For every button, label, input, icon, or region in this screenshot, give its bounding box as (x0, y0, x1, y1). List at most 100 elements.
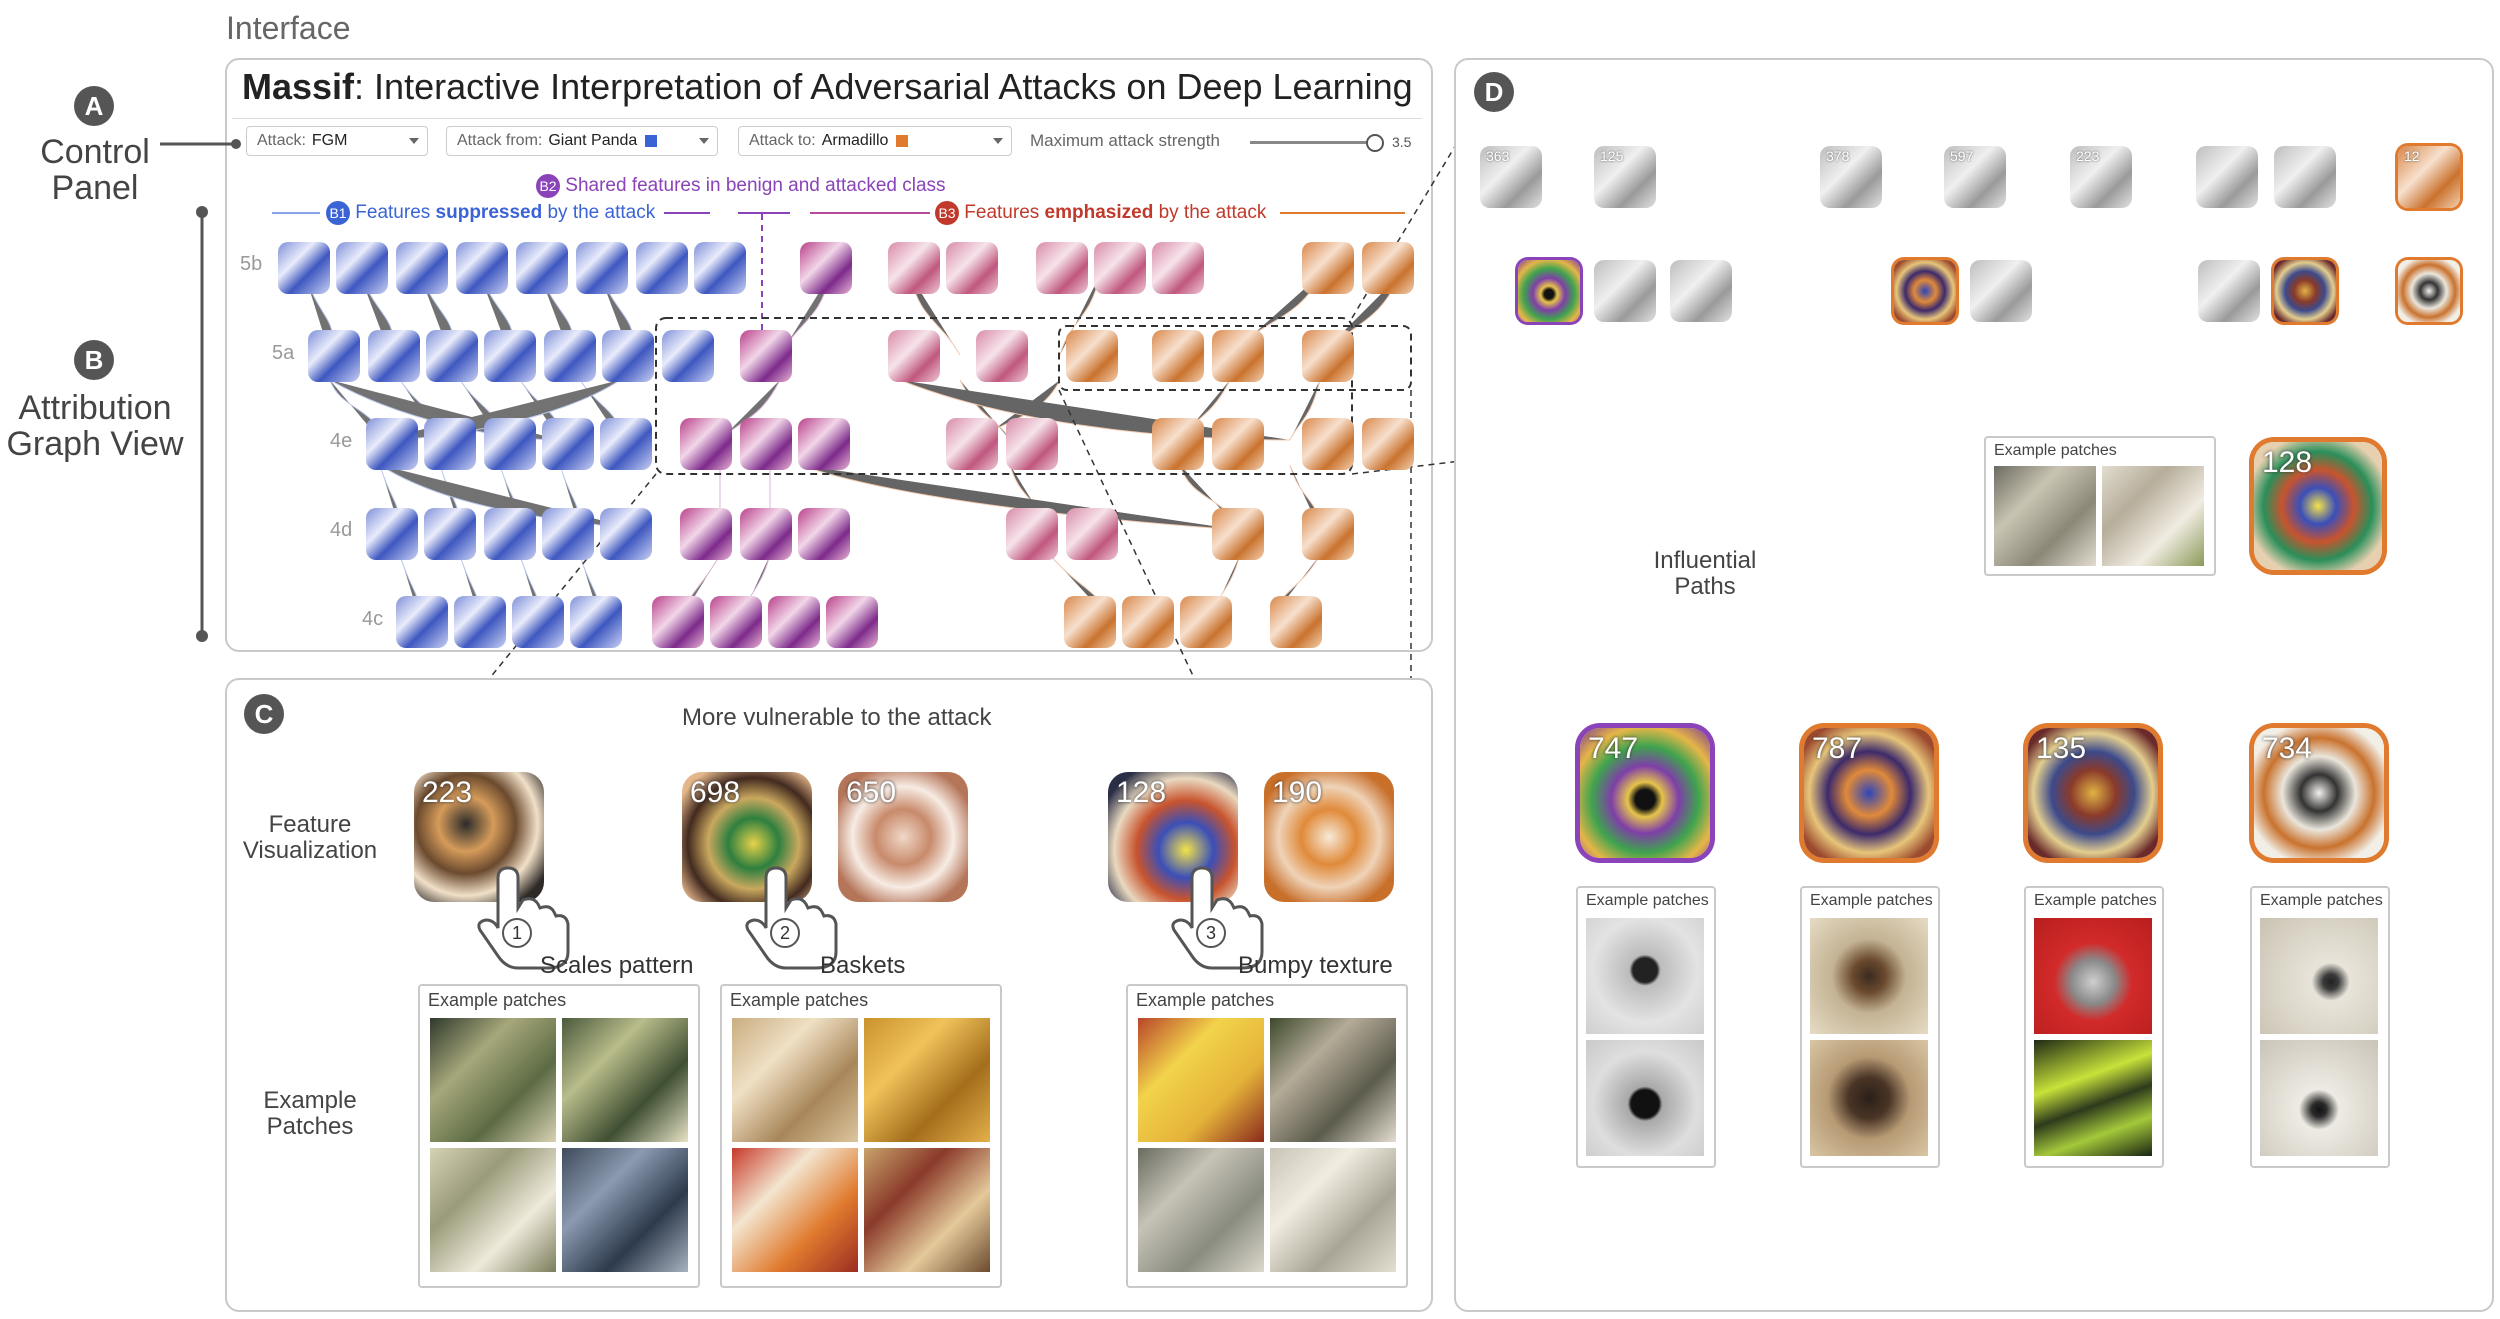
graph-node[interactable] (366, 418, 418, 470)
graph-node[interactable] (740, 418, 792, 470)
graph-node[interactable] (768, 596, 820, 648)
graph-node[interactable] (946, 242, 998, 294)
graph-node[interactable] (680, 508, 732, 560)
graph-node[interactable] (740, 330, 792, 382)
graph-node[interactable] (694, 242, 746, 294)
graph-node[interactable] (600, 418, 652, 470)
graph-node[interactable] (1362, 242, 1414, 294)
feature-card-223[interactable]: 223 (414, 772, 544, 902)
feature-card-698[interactable]: 698 (682, 772, 812, 902)
graph-node[interactable] (1212, 508, 1264, 560)
graph-node[interactable] (1270, 596, 1322, 648)
graph-node[interactable] (1006, 418, 1058, 470)
zoom-node[interactable] (2198, 260, 2260, 322)
feature-card-128[interactable]: 128 (1108, 772, 1238, 902)
graph-node[interactable] (1302, 330, 1354, 382)
graph-node[interactable] (456, 242, 508, 294)
graph-node[interactable] (602, 330, 654, 382)
graph-node[interactable] (516, 242, 568, 294)
graph-node[interactable] (1036, 242, 1088, 294)
graph-node[interactable] (652, 596, 704, 648)
graph-node[interactable] (1064, 596, 1116, 648)
graph-node[interactable] (1066, 508, 1118, 560)
zoom-node-selected[interactable] (2274, 260, 2336, 322)
graph-node[interactable] (1094, 242, 1146, 294)
zoom-node-selected[interactable] (1894, 260, 1956, 322)
graph-node[interactable] (484, 508, 536, 560)
graph-node[interactable] (396, 596, 448, 648)
feature-card-650[interactable]: 650 (838, 772, 968, 902)
graph-node[interactable] (424, 418, 476, 470)
graph-node[interactable] (798, 418, 850, 470)
zoom-node-selected[interactable]: 12 (2398, 146, 2460, 208)
graph-node[interactable] (798, 508, 850, 560)
graph-node[interactable] (1006, 508, 1058, 560)
feature-card-734[interactable]: 734 (2254, 728, 2384, 858)
graph-node[interactable] (484, 330, 536, 382)
graph-node[interactable] (1362, 418, 1414, 470)
zoom-node[interactable] (2196, 146, 2258, 208)
graph-node[interactable] (826, 596, 878, 648)
zoom-node[interactable] (1594, 260, 1656, 322)
graph-node[interactable] (454, 596, 506, 648)
zoom-node[interactable]: 363 (1480, 146, 1542, 208)
graph-node[interactable] (680, 418, 732, 470)
graph-node[interactable] (1212, 418, 1264, 470)
graph-node[interactable] (308, 330, 360, 382)
graph-node[interactable] (636, 242, 688, 294)
feature-card-190[interactable]: 190 (1264, 772, 1394, 902)
feature-card-128-d[interactable]: 128 (2254, 442, 2382, 570)
graph-node[interactable] (542, 418, 594, 470)
graph-node[interactable] (1302, 508, 1354, 560)
zoom-node[interactable]: 125 (1594, 146, 1656, 208)
zoom-node[interactable] (2274, 146, 2336, 208)
graph-node[interactable] (1152, 330, 1204, 382)
graph-node[interactable] (888, 242, 940, 294)
attack-from-select[interactable]: Attack from:Giant Panda (446, 126, 718, 156)
zoom-node-selected[interactable] (2398, 260, 2460, 322)
zoom-node[interactable]: 597 (1944, 146, 2006, 208)
feature-card-787[interactable]: 787 (1804, 728, 1934, 858)
graph-node[interactable] (366, 508, 418, 560)
graph-node[interactable] (1122, 596, 1174, 648)
graph-node[interactable] (800, 242, 852, 294)
graph-node[interactable] (740, 508, 792, 560)
attack-to-select[interactable]: Attack to:Armadillo (738, 126, 1012, 156)
graph-node[interactable] (336, 242, 388, 294)
feature-card-747[interactable]: 747 (1580, 728, 1710, 858)
graph-node[interactable] (570, 596, 622, 648)
graph-node[interactable] (1066, 330, 1118, 382)
graph-node[interactable] (710, 596, 762, 648)
graph-node[interactable] (576, 242, 628, 294)
attack-select[interactable]: Attack:FGM (246, 126, 428, 156)
graph-node[interactable] (1212, 330, 1264, 382)
graph-node[interactable] (278, 242, 330, 294)
graph-node[interactable] (424, 508, 476, 560)
graph-node[interactable] (542, 508, 594, 560)
graph-node[interactable] (544, 330, 596, 382)
graph-node[interactable] (888, 330, 940, 382)
graph-node[interactable] (976, 330, 1028, 382)
graph-node[interactable] (600, 508, 652, 560)
zoom-node-selected[interactable] (1518, 260, 1580, 322)
zoom-node[interactable]: 223 (2070, 146, 2132, 208)
strength-slider-handle[interactable] (1366, 134, 1384, 152)
strength-slider-track[interactable] (1250, 141, 1374, 144)
graph-node[interactable] (426, 330, 478, 382)
graph-node[interactable] (1180, 596, 1232, 648)
graph-node[interactable] (662, 330, 714, 382)
feature-card-135[interactable]: 135 (2028, 728, 2158, 858)
graph-node[interactable] (1152, 242, 1204, 294)
graph-node[interactable] (1302, 418, 1354, 470)
graph-node[interactable] (368, 330, 420, 382)
zoom-node[interactable]: 378 (1820, 146, 1882, 208)
graph-node[interactable] (512, 596, 564, 648)
graph-node[interactable] (1152, 418, 1204, 470)
zoom-node[interactable] (1670, 260, 1732, 322)
graph-node[interactable] (1302, 242, 1354, 294)
graph-node[interactable] (484, 418, 536, 470)
graph-node[interactable] (396, 242, 448, 294)
zoom-node[interactable] (1970, 260, 2032, 322)
attack-from-value: Giant Panda (548, 132, 638, 149)
graph-node[interactable] (946, 418, 998, 470)
